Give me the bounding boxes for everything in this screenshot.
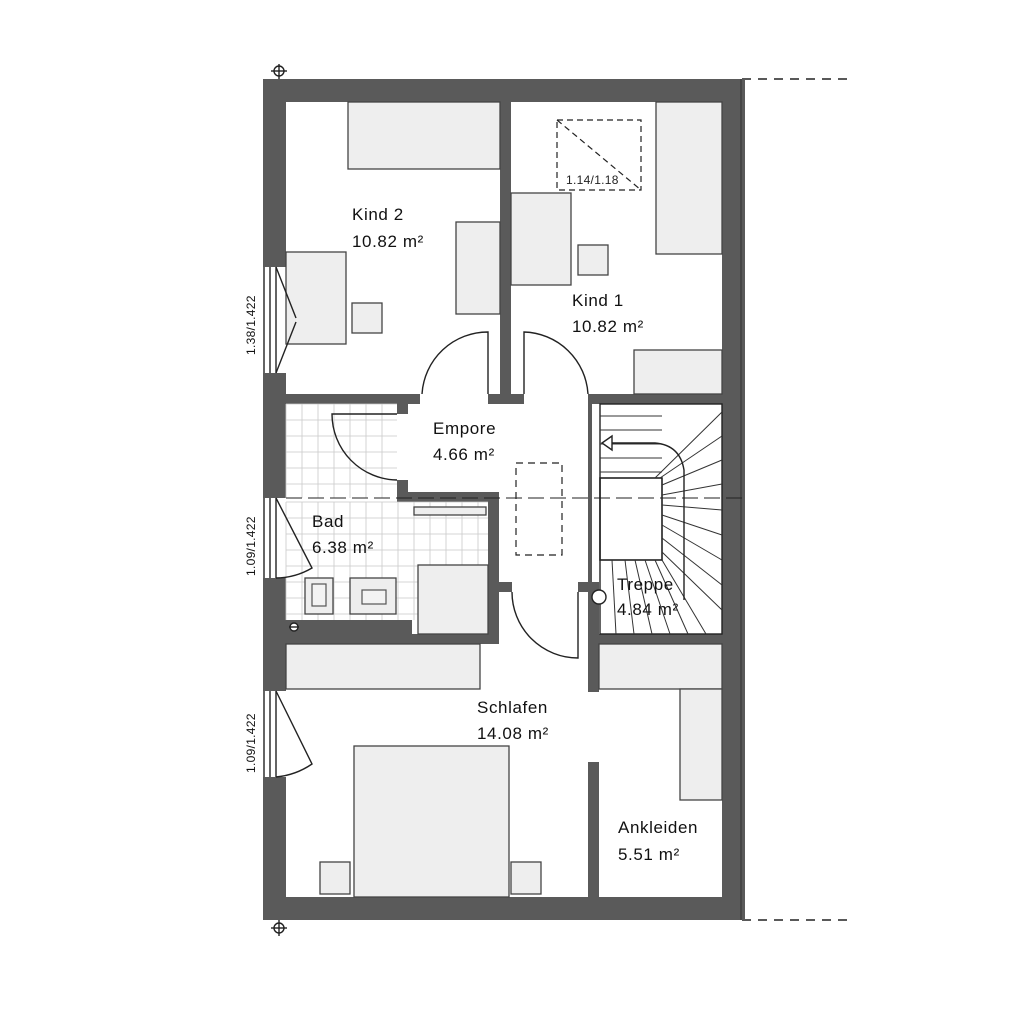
ankleiden-furniture — [598, 643, 723, 801]
reference-marker-top — [271, 64, 287, 79]
room-name: Schlafen — [477, 698, 548, 717]
room-label-kind1: Kind 1 10.82 m² — [572, 291, 644, 336]
room-label-ankleiden: Ankleiden 5.51 m² — [618, 818, 698, 864]
room-label-empore: Empore 4.66 m² — [433, 419, 496, 464]
window-label-schlafen: 1.09/1.422 — [244, 713, 258, 773]
room-name: Treppe — [617, 575, 674, 594]
interior-walls — [286, 102, 722, 897]
room-label-schlafen: Schlafen 14.08 m² — [477, 698, 549, 743]
window-label-bad: 1.09/1.422 — [244, 516, 258, 576]
window-bad — [263, 497, 313, 579]
window-label-kind2: 1.38/1.422 — [244, 295, 258, 355]
schlafen-furniture — [285, 643, 542, 898]
room-name: Ankleiden — [618, 818, 698, 837]
room-area: 14.08 m² — [477, 724, 549, 743]
doors — [331, 331, 607, 659]
room-area: 10.82 m² — [352, 232, 424, 251]
room-area: 5.51 m² — [618, 845, 680, 864]
room-area: 6.38 m² — [312, 538, 374, 557]
kind1-furniture — [510, 101, 723, 395]
kind2-furniture — [285, 101, 501, 345]
room-name: Kind 1 — [572, 291, 624, 310]
room-label-kind2: Kind 2 10.82 m² — [352, 205, 424, 251]
reference-marker-bottom — [271, 920, 287, 936]
windows — [263, 266, 313, 778]
empore-opening — [515, 462, 563, 556]
outer-walls — [263, 79, 745, 920]
bath-fixtures — [286, 506, 489, 635]
staircase — [599, 403, 723, 635]
window-schlafen — [263, 690, 313, 778]
room-name: Bad — [312, 512, 344, 531]
room-label-bad: Bad 6.38 m² — [312, 512, 374, 557]
room-area: 4.84 m² — [617, 600, 679, 619]
room-area: 4.66 m² — [433, 445, 495, 464]
room-label-treppe: Treppe 4.84 m² — [617, 575, 679, 619]
skylight: 1.14/1.18 — [556, 119, 642, 191]
room-name: Empore — [433, 419, 496, 438]
window-kind2 — [263, 266, 297, 374]
room-name: Kind 2 — [352, 205, 404, 224]
room-area: 10.82 m² — [572, 317, 644, 336]
skylight-label: 1.14/1.18 — [566, 173, 619, 187]
